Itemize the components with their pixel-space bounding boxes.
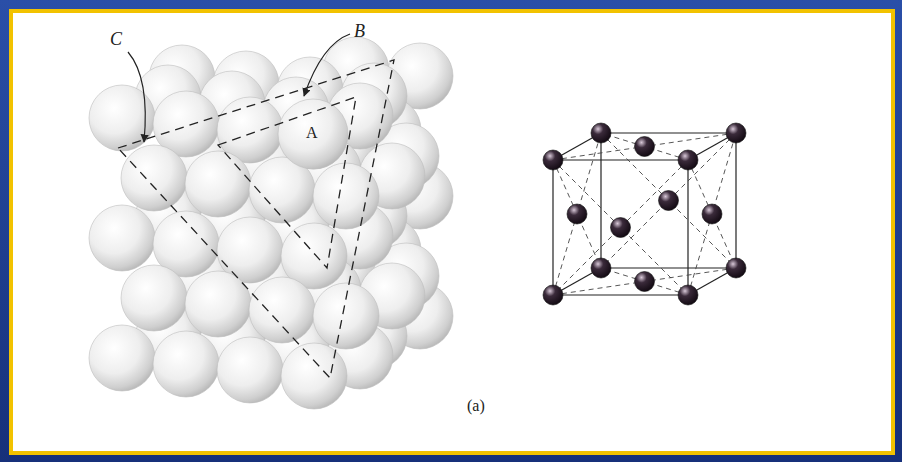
atom-ball: [591, 258, 611, 278]
atom-sphere: [121, 265, 187, 331]
face-diagonal: [601, 133, 736, 268]
cell-edge: [735, 133, 736, 268]
atom-ball: [543, 285, 563, 305]
leader-arrow: [128, 52, 145, 142]
atom-sphere: [278, 99, 348, 169]
atom-sphere: [89, 205, 155, 271]
atom-ball: [726, 258, 746, 278]
figure-label: (a): [467, 398, 485, 414]
atom-sphere: [249, 277, 315, 343]
atom-ball: [659, 191, 679, 211]
atom-ball: [567, 204, 587, 224]
face-diagonal: [553, 268, 736, 295]
atom-sphere: [185, 271, 251, 337]
plane-triangle: [218, 97, 356, 268]
cell-edge: [552, 160, 553, 295]
atom-ball: [611, 218, 631, 238]
atom-ball: [678, 285, 698, 305]
cell-edge: [553, 294, 688, 295]
atom-sphere: [217, 337, 283, 403]
face-diagonal: [553, 160, 601, 268]
atom-sphere: [185, 151, 251, 217]
atom-ball: [635, 272, 655, 292]
face-diagonal: [553, 133, 736, 160]
atom-sphere: [313, 163, 379, 229]
plane-triangle: [118, 60, 394, 378]
atom-sphere: [153, 331, 219, 397]
atom-ball: [702, 204, 722, 224]
cell-edge: [601, 132, 736, 133]
atom-ball: [591, 123, 611, 143]
face-diagonal: [601, 268, 688, 295]
face-diagonal: [553, 160, 688, 295]
atom-sphere: [281, 343, 347, 409]
atom-ball: [726, 123, 746, 143]
atom-sphere: [121, 145, 187, 211]
face-diagonal: [601, 133, 688, 160]
leader-arrow: [304, 34, 350, 96]
atom-ball: [678, 150, 698, 170]
atom-ball: [635, 137, 655, 157]
cell-edge: [553, 159, 688, 160]
atom-sphere: [313, 283, 379, 349]
face-diagonal: [553, 160, 688, 295]
face-diagonal: [601, 133, 736, 268]
point-label: C: [110, 30, 122, 48]
face-diagonal: [688, 160, 736, 268]
cell-edge: [601, 267, 736, 268]
atom-ball: [543, 150, 563, 170]
point-label: B: [354, 22, 365, 40]
atom-label: A: [306, 125, 318, 141]
atom-sphere: [89, 325, 155, 391]
